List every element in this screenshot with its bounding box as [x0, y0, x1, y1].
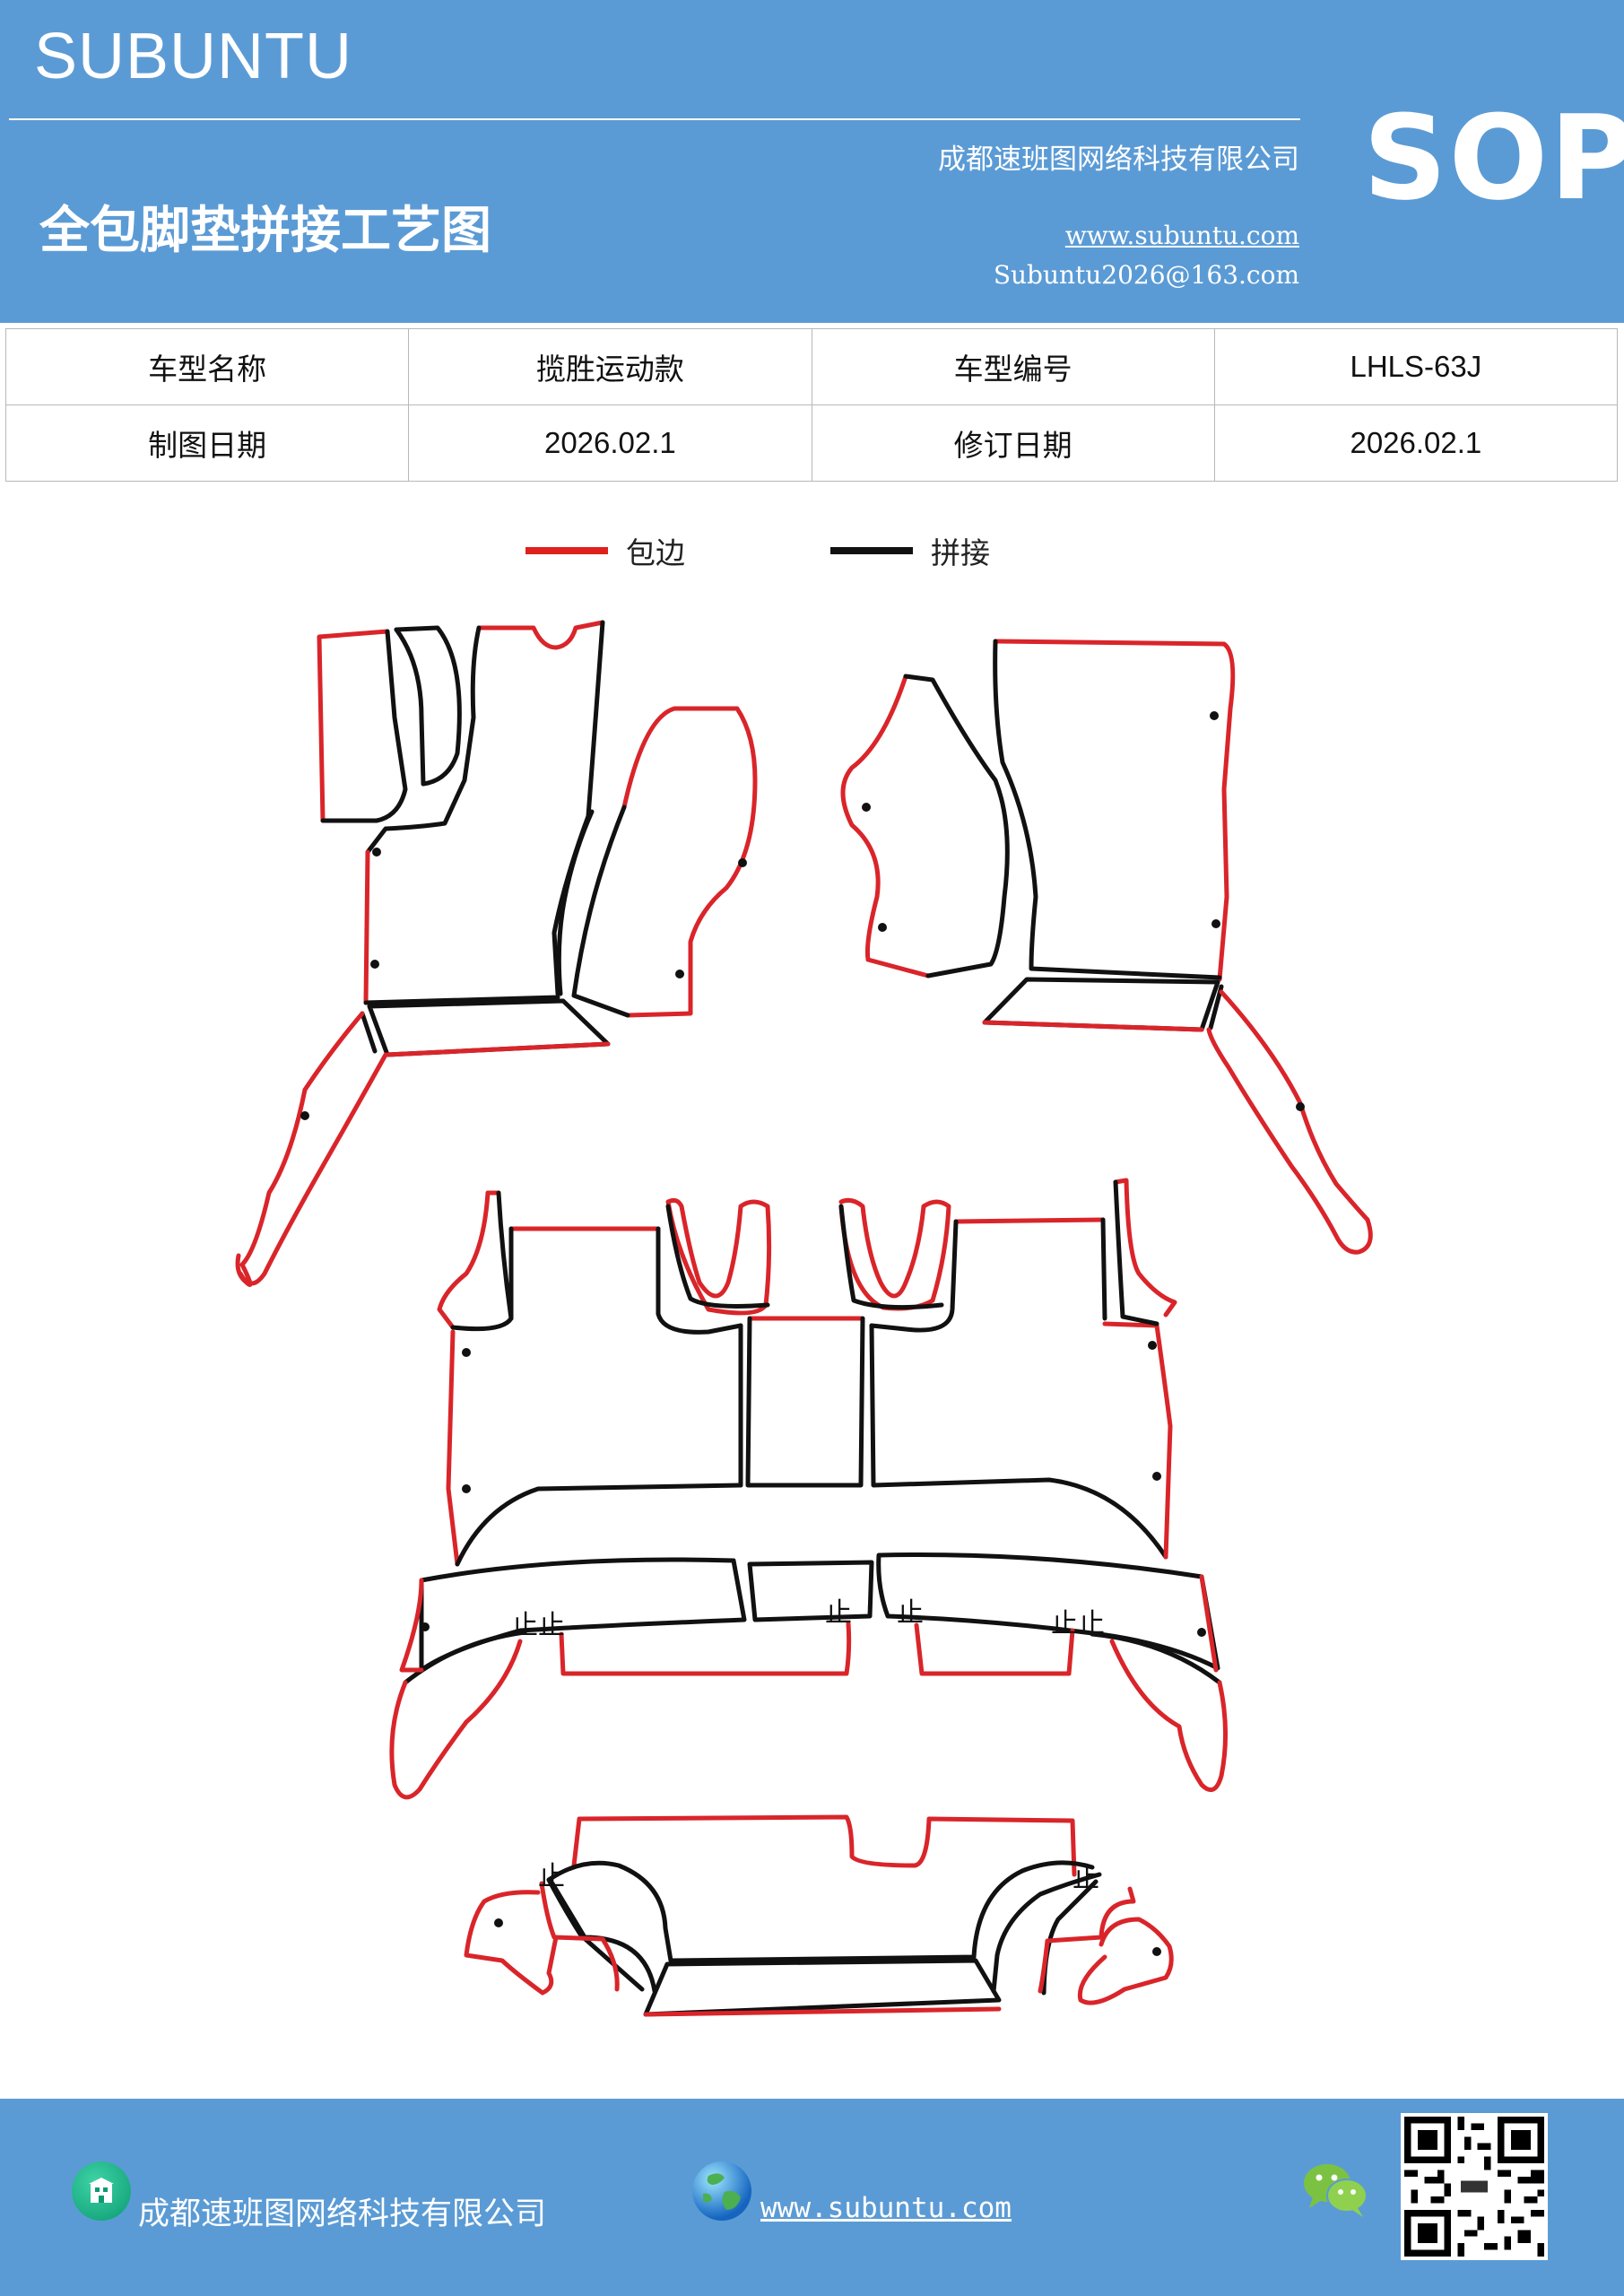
website-link[interactable]: www.subuntu.com	[1064, 221, 1299, 250]
sop-badge: SOP	[1363, 90, 1624, 226]
svg-text:止: 止	[1073, 1863, 1099, 1894]
svg-text:止止: 止止	[1051, 1608, 1105, 1639]
second-row-step-panels: 止止 止 止 止止	[389, 1552, 1229, 1800]
footer-banner: 成都速班图网络科技有限公司 www.subuntu.com	[0, 2099, 1624, 2296]
header-divider	[9, 118, 1300, 120]
model-name-value: 揽胜运动款	[408, 328, 812, 405]
model-name-label: 车型名称	[4, 328, 410, 405]
legend-seam: 拼接	[830, 529, 990, 572]
vehicle-info-table: 车型名称 揽胜运动款 车型编号 LHLS-63J 制图日期 2026.02.1 …	[4, 328, 1619, 482]
legend-seam-label: 拼接	[931, 535, 990, 570]
svg-text:止止: 止止	[511, 1610, 565, 1641]
draw-date-value: 2026.02.1	[408, 404, 812, 482]
third-row-mat: 止 止	[464, 1814, 1174, 2017]
legend-edge: 包边	[525, 529, 685, 572]
revision-date-label: 修订日期	[811, 404, 1215, 482]
draw-date-label: 制图日期	[4, 404, 410, 482]
svg-text:止: 止	[825, 1597, 852, 1629]
table-row: 车型名称 揽胜运动款 车型编号 LHLS-63J	[4, 328, 1619, 405]
building-icon	[72, 2161, 131, 2221]
footer-website-link[interactable]: www.subuntu.com	[760, 2192, 1012, 2224]
front-right-mat	[840, 639, 1373, 1255]
svg-text:止: 止	[897, 1597, 924, 1629]
footer-company-name: 成都速班图网络科技有限公司	[138, 2196, 547, 2232]
qr-code	[1401, 2113, 1548, 2260]
document-title: 全包脚垫拼接工艺图	[39, 201, 491, 260]
model-code-label: 车型编号	[811, 328, 1215, 405]
table-row: 制图日期 2026.02.1 修订日期 2026.02.1	[4, 404, 1619, 482]
company-name: 成都速班图网络科技有限公司	[938, 144, 1299, 176]
header-banner: SUBUNTU 成都速班图网络科技有限公司 全包脚垫拼接工艺图 www.subu…	[0, 0, 1624, 323]
front-left-mat	[235, 620, 758, 1287]
globe-icon	[692, 2161, 751, 2221]
model-code-value: LHLS-63J	[1213, 328, 1619, 405]
email-address[interactable]: Subuntu2026@163.com	[993, 260, 1299, 290]
second-row-mat	[437, 1178, 1177, 1567]
legend-edge-swatch	[525, 547, 608, 554]
wechat-icon[interactable]	[1300, 2158, 1372, 2221]
revision-date-value: 2026.02.1	[1213, 404, 1619, 482]
brand-name: SUBUNTU	[34, 21, 353, 92]
legend-edge-label: 包边	[626, 535, 685, 570]
legend-seam-swatch	[830, 547, 913, 554]
svg-text:止: 止	[538, 1861, 565, 1892]
